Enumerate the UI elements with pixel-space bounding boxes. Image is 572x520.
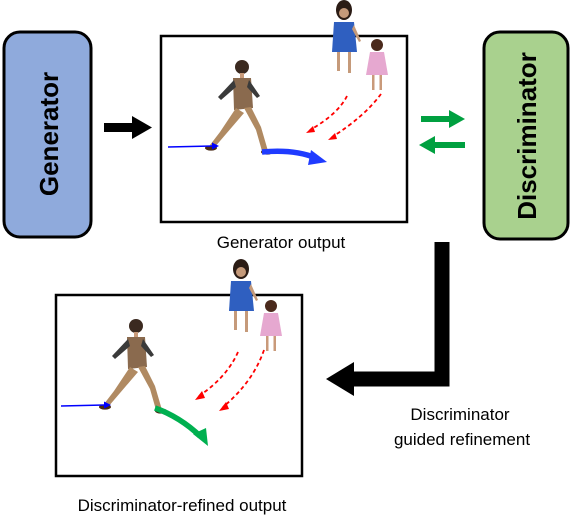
generator-output-panel: [159, 0, 409, 224]
discriminator-box: [482, 30, 570, 241]
refined-output-caption: Discriminator-refined output: [78, 496, 287, 515]
exchange-arrows: [419, 110, 465, 154]
refinement-caption-line2: guided refinement: [394, 430, 530, 449]
generator-output-caption: Generator output: [217, 233, 346, 252]
refinement-arrow: [326, 242, 450, 396]
refinement-caption-line1: Discriminator: [410, 405, 510, 424]
refined-output-panel: [54, 259, 304, 478]
discriminator-label: Discriminator: [512, 52, 542, 220]
generator-to-output-arrow: [104, 116, 152, 139]
generator-box: [2, 30, 93, 239]
generator-label: Generator: [34, 72, 64, 196]
